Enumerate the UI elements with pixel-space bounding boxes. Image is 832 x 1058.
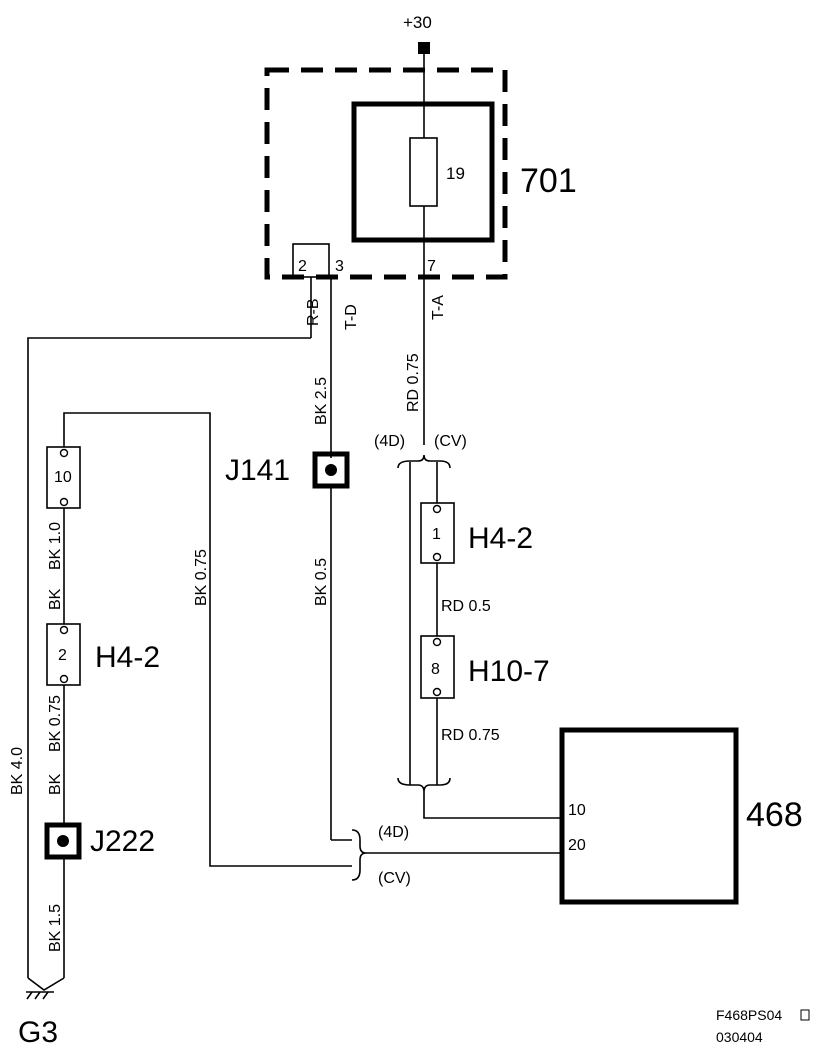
brace-bottom [351, 829, 367, 881]
h4-10-to-h4-2-wire-prefix: BK [47, 588, 64, 610]
module-pin-20: 20 [568, 837, 586, 854]
pin-3-label: 3 [335, 258, 344, 275]
pin-dot-icon [432, 504, 442, 514]
pin-7-wire-label: RD 0.75 [405, 353, 422, 412]
j222-splice [44, 822, 82, 860]
module-id: 468 [746, 796, 803, 834]
bk-075-long-wire [63, 412, 352, 867]
bk-075-long-wire-label: BK 0.75 [193, 549, 210, 606]
supply-terminal [418, 42, 430, 54]
h4-2-down-wire-prefix: BK [47, 773, 64, 795]
footer-date: 030404 [716, 1029, 763, 1045]
supply-label: +30 [403, 13, 432, 32]
fuse-box-id: 701 [520, 162, 577, 200]
h10-7-connector [420, 635, 455, 699]
j141-dot [325, 464, 337, 476]
j222-down-wire-label: BK 1.5 [47, 904, 64, 952]
module-pin-10: 10 [568, 802, 586, 819]
footer-code: F468PS04 [716, 1007, 782, 1023]
ground-hatch [34, 991, 41, 1000]
h10-7-pin-number: 8 [431, 661, 440, 678]
h4-1-to-h10-7-wire-label: RD 0.5 [441, 598, 491, 615]
pin-dot-icon [432, 637, 442, 647]
to-module-pin-10 [423, 792, 562, 819]
h4-2-down-wire-label: BK 0.75 [47, 695, 64, 752]
fuse-box-outline [264, 67, 508, 280]
variant-bottom-4d: (4D) [378, 824, 409, 841]
h10-7-label: H10-7 [468, 655, 550, 688]
variant-top-4d: (4D) [374, 433, 405, 450]
pin-7-label: 7 [427, 258, 436, 275]
pin-3-wire-label: BK 2.5 [313, 377, 330, 425]
h4-2-pin2-number: 2 [58, 647, 67, 664]
brace-middle [397, 777, 451, 793]
ground-hatch [26, 991, 33, 1000]
pin-dot-icon [59, 497, 69, 507]
h4-10-to-h4-2-wire-label: BK 1.0 [47, 522, 64, 570]
pin-7-color: T-A [430, 295, 447, 320]
pin-2-color: R-B [305, 298, 322, 326]
j222-dot [57, 835, 69, 847]
left-main-wire [27, 337, 311, 978]
j141-down-wire-label: BK 0.5 [313, 558, 330, 606]
pin-3-color: T-D [343, 304, 360, 330]
pin-dot-icon [59, 448, 69, 458]
fuse-19 [409, 137, 438, 207]
j141-label: J141 [225, 454, 290, 487]
left-main-wire-label: BK 4.0 [9, 747, 26, 795]
pin-dot-icon [432, 687, 442, 697]
variant-top-cv: (CV) [434, 433, 467, 450]
fuse-holder [351, 101, 495, 243]
h4-2-pin1-number: 1 [432, 526, 441, 543]
h4-2-pin2-label: H4-2 [95, 641, 160, 674]
pin-dot-icon [432, 552, 442, 562]
pin-2-label: 2 [298, 258, 307, 275]
variant-bottom-cv: (CV) [378, 870, 411, 887]
h10-7-down-wire-label: RD 0.75 [441, 727, 500, 744]
h4-10-pin-number: 10 [54, 469, 72, 486]
h4-2-pin1-label: H4-2 [468, 522, 533, 555]
fuse-number: 19 [446, 164, 465, 183]
ground-merge [27, 977, 65, 991]
footer-box-icon [800, 1009, 810, 1021]
pin-dot-icon [59, 674, 69, 684]
ground-label: G3 [18, 1016, 58, 1049]
brace-top [397, 454, 451, 469]
pin-dot-icon [59, 625, 69, 635]
module-468 [559, 727, 739, 905]
j222-label: J222 [90, 825, 155, 858]
ground-hatch [42, 991, 49, 1000]
